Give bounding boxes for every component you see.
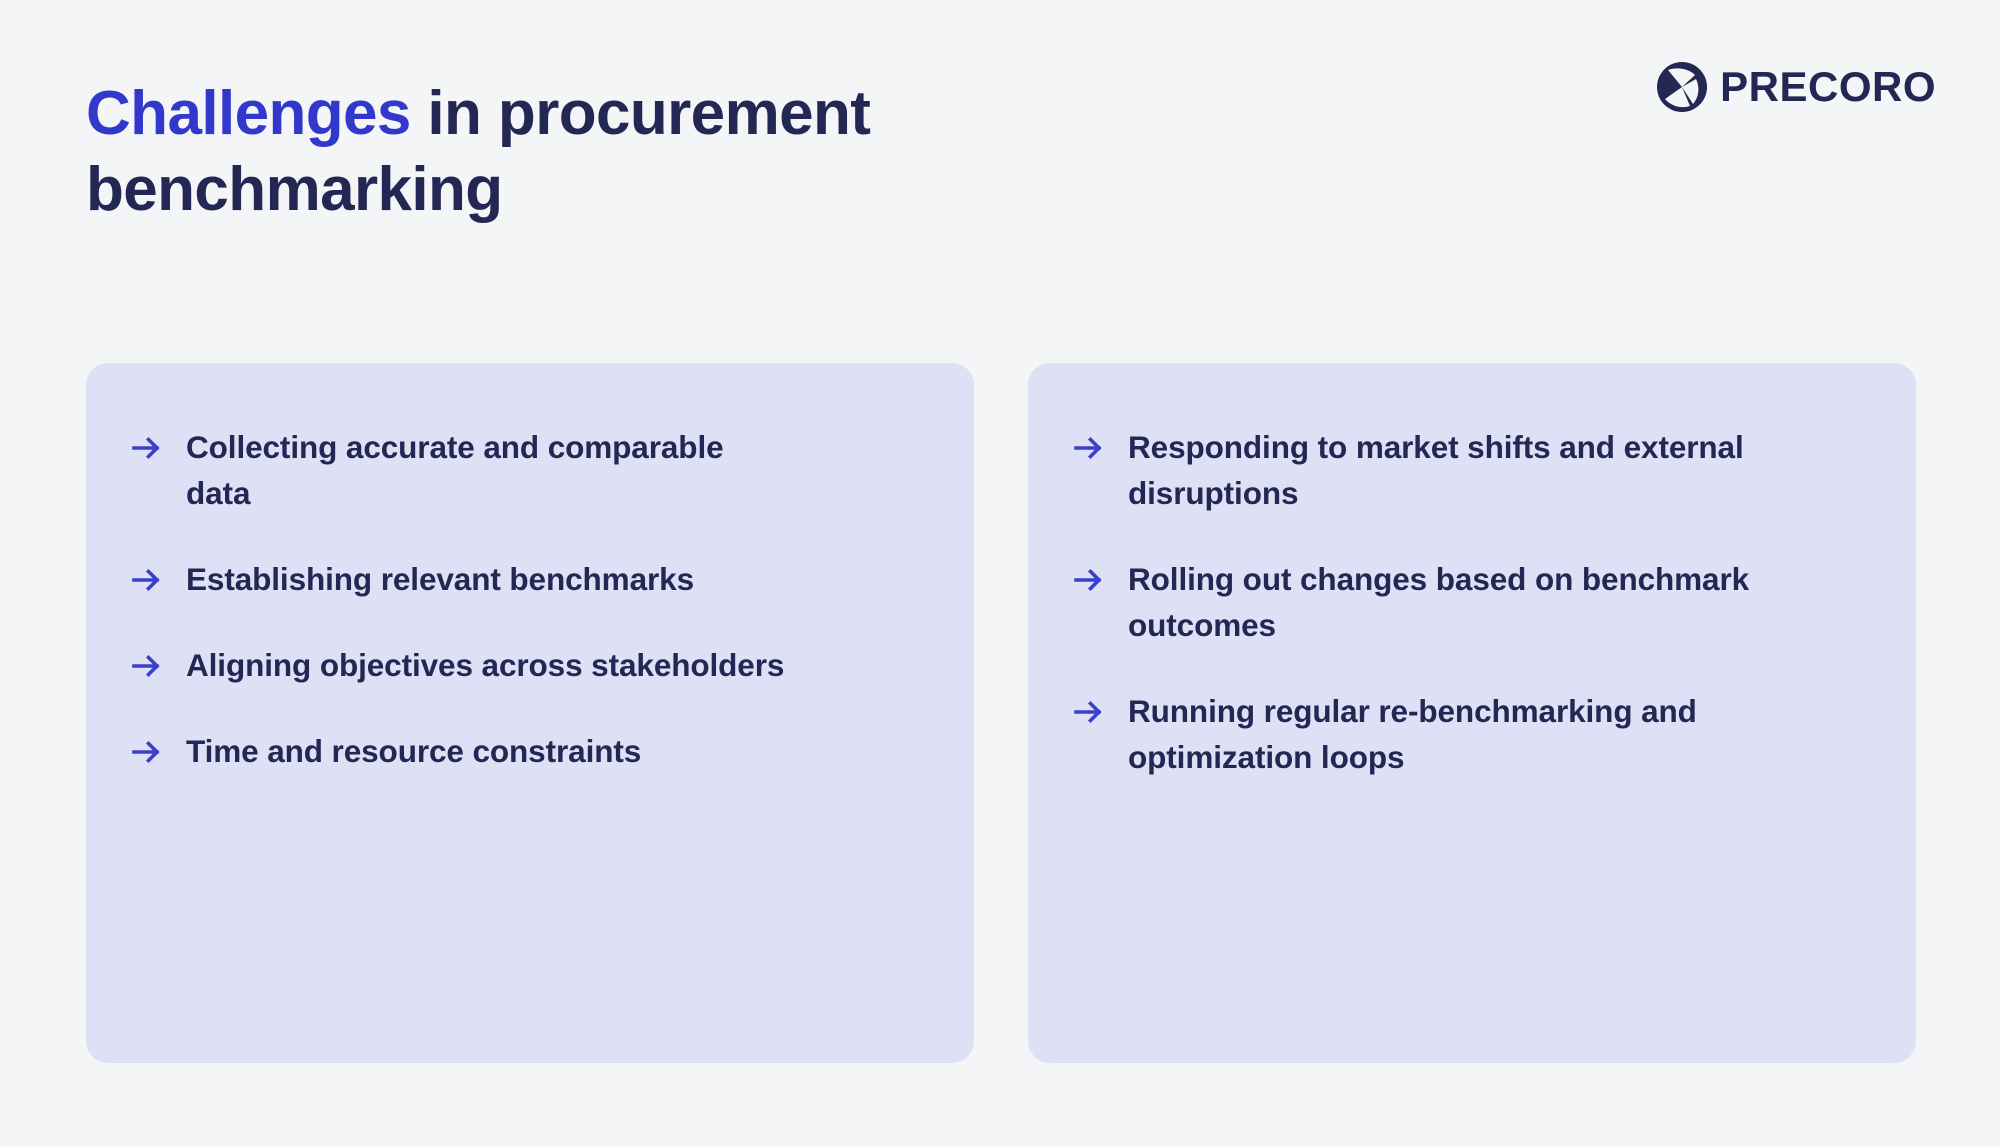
list-item-label: Aligning objectives across stakeholders — [186, 646, 785, 683]
arrow-right-icon — [132, 436, 160, 460]
list-item-label: Responding to market shifts and external… — [1128, 429, 1744, 511]
arrow-right-icon — [132, 568, 160, 592]
precoro-logo-text: PRECORO — [1720, 63, 1936, 110]
arrow-right-icon — [1074, 436, 1102, 460]
list-item: Establishing relevant benchmarks — [130, 557, 928, 603]
list-item: Responding to market shifts and external… — [1072, 425, 1870, 517]
challenges-card-left: Collecting accurate and comparable data … — [86, 363, 974, 1063]
list-item: Rolling out changes based on benchmark o… — [1072, 557, 1870, 649]
challenge-list-left: Collecting accurate and comparable data … — [130, 425, 928, 775]
list-item-label: Collecting accurate and comparable data — [186, 429, 724, 511]
challenges-card-right: Responding to market shifts and external… — [1028, 363, 1916, 1063]
list-item-label: Rolling out changes based on benchmark o… — [1128, 560, 1750, 643]
arrow-right-icon — [1074, 568, 1102, 592]
challenges-card-group: Collecting accurate and comparable data … — [86, 363, 1916, 1063]
arrow-right-icon — [132, 654, 160, 677]
list-item: Collecting accurate and comparable data — [130, 425, 928, 517]
precoro-logo[interactable]: PRECORO — [1657, 62, 1936, 112]
list-item-label: Time and resource constraints — [186, 732, 642, 769]
list-item: Aligning objectives across stakeholders — [130, 643, 928, 689]
page-title-accent: Challenges — [86, 79, 411, 148]
challenge-list-right: Responding to market shifts and external… — [1072, 425, 1870, 781]
list-item: Running regular re-benchmarking and opti… — [1072, 689, 1870, 781]
page-title-rest: in procurement benchmarking — [86, 79, 871, 224]
precoro-pinwheel-icon — [1657, 62, 1708, 112]
page-title: Challenges in procurement benchmarking — [86, 76, 1266, 227]
arrow-right-icon — [1074, 700, 1102, 723]
list-item: Time and resource constraints — [130, 729, 928, 775]
slide-header: Challenges in procurement benchmarking P… — [0, 0, 2000, 300]
arrow-right-icon — [132, 740, 160, 763]
list-item-label: Running regular re-benchmarking and opti… — [1128, 692, 1697, 775]
list-item-label: Establishing relevant benchmarks — [186, 560, 694, 597]
